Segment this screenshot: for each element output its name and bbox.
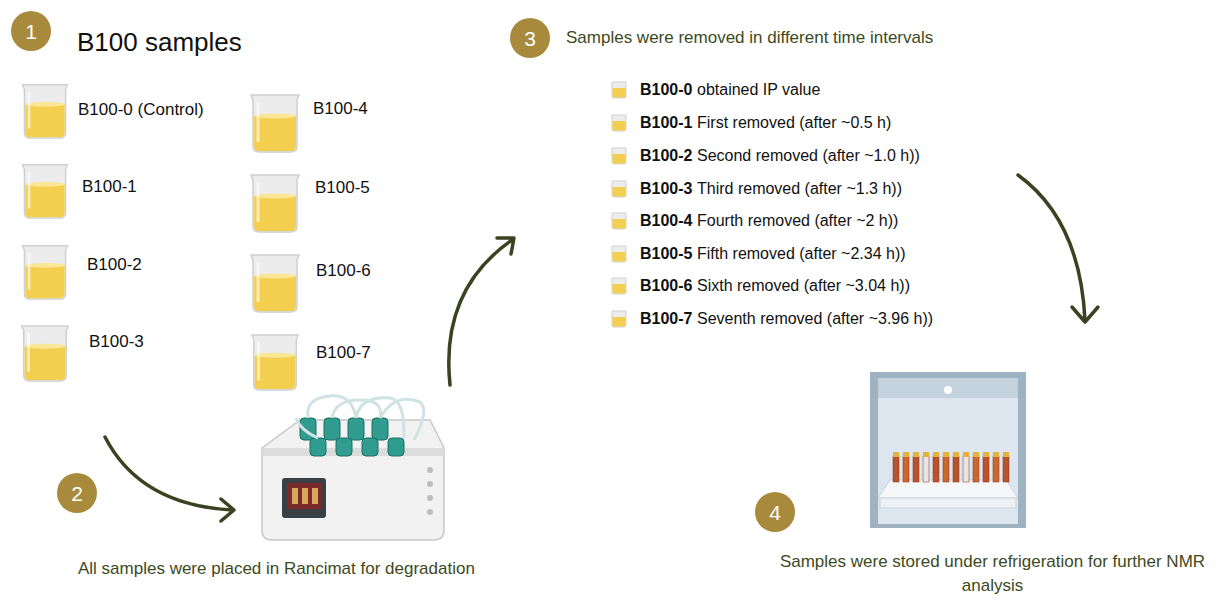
- sample-id: B100-6: [640, 276, 692, 295]
- step-number: 2: [71, 483, 83, 504]
- sample-label: B100-2: [87, 255, 142, 275]
- step-badge: 3: [510, 18, 550, 58]
- sample-id: B100-3: [640, 179, 692, 198]
- flow-arrow: [1018, 175, 1085, 320]
- section-heading: B100 samples: [77, 27, 242, 58]
- beaker-icon: [612, 115, 626, 131]
- sample-label: B100-1: [82, 177, 137, 197]
- step-number: 4: [769, 502, 781, 523]
- step-badge: 1: [11, 11, 51, 51]
- step-badge: 2: [57, 473, 97, 513]
- beaker: [251, 95, 299, 152]
- beaker: [23, 165, 68, 218]
- removal-note: obtained IP value: [697, 80, 820, 99]
- removal-note: Sixth removed (after ~3.04 h)): [697, 276, 910, 295]
- beaker-icon: [612, 82, 626, 98]
- removal-note: Second removed (after ~1.0 h)): [697, 146, 920, 165]
- sample-label: B100-4: [313, 99, 368, 119]
- sample-id: B100-5: [640, 244, 692, 263]
- sample-id: B100-0: [640, 80, 692, 99]
- step-caption: All samples were placed in Rancimat for …: [78, 559, 475, 579]
- sample-id: B100-7: [640, 309, 692, 328]
- step-caption: Samples were removed in different time i…: [566, 28, 933, 48]
- flow-arrow: [449, 240, 512, 385]
- beaker: [23, 85, 68, 138]
- beaker-icon: [612, 246, 626, 262]
- removal-note: Third removed (after ~1.3 h)): [697, 179, 902, 198]
- removal-note: Fifth removed (after ~2.34 h)): [697, 244, 906, 263]
- sample-label: B100-6: [316, 261, 371, 281]
- sample-id: B100-4: [640, 211, 692, 230]
- beaker: [23, 246, 68, 299]
- sample-label: B100-7: [316, 343, 371, 363]
- removal-note: Fourth removed (after ~2 h)): [697, 211, 898, 230]
- step-number: 1: [25, 21, 37, 42]
- rancimat-device: [262, 396, 444, 540]
- beaker-icon: [612, 213, 626, 229]
- step-number: 3: [524, 28, 536, 49]
- beaker: [251, 255, 299, 312]
- step-caption: Samples were stored under refrigeration …: [770, 550, 1215, 598]
- arrow-head: [497, 238, 514, 254]
- refrigerator: [870, 372, 1026, 528]
- beaker: [22, 326, 68, 381]
- sample-label: B100-0 (Control): [78, 100, 204, 120]
- beaker: [251, 175, 299, 232]
- sample-id: B100-2: [640, 146, 692, 165]
- arrow-head: [221, 499, 234, 521]
- flow-arrow: [105, 437, 232, 510]
- beaker-icon: [612, 278, 626, 294]
- beaker-icon: [612, 181, 626, 197]
- beaker-icon: [612, 311, 626, 327]
- beaker: [252, 335, 298, 390]
- beaker-icon: [612, 148, 626, 164]
- removal-note: Seventh removed (after ~3.96 h)): [697, 309, 933, 328]
- sample-id: B100-1: [640, 113, 692, 132]
- arrow-head: [1072, 307, 1098, 322]
- sample-label: B100-3: [89, 332, 144, 352]
- removal-note: First removed (after ~0.5 h): [697, 113, 891, 132]
- step-badge: 4: [755, 492, 795, 532]
- sample-label: B100-5: [315, 178, 370, 198]
